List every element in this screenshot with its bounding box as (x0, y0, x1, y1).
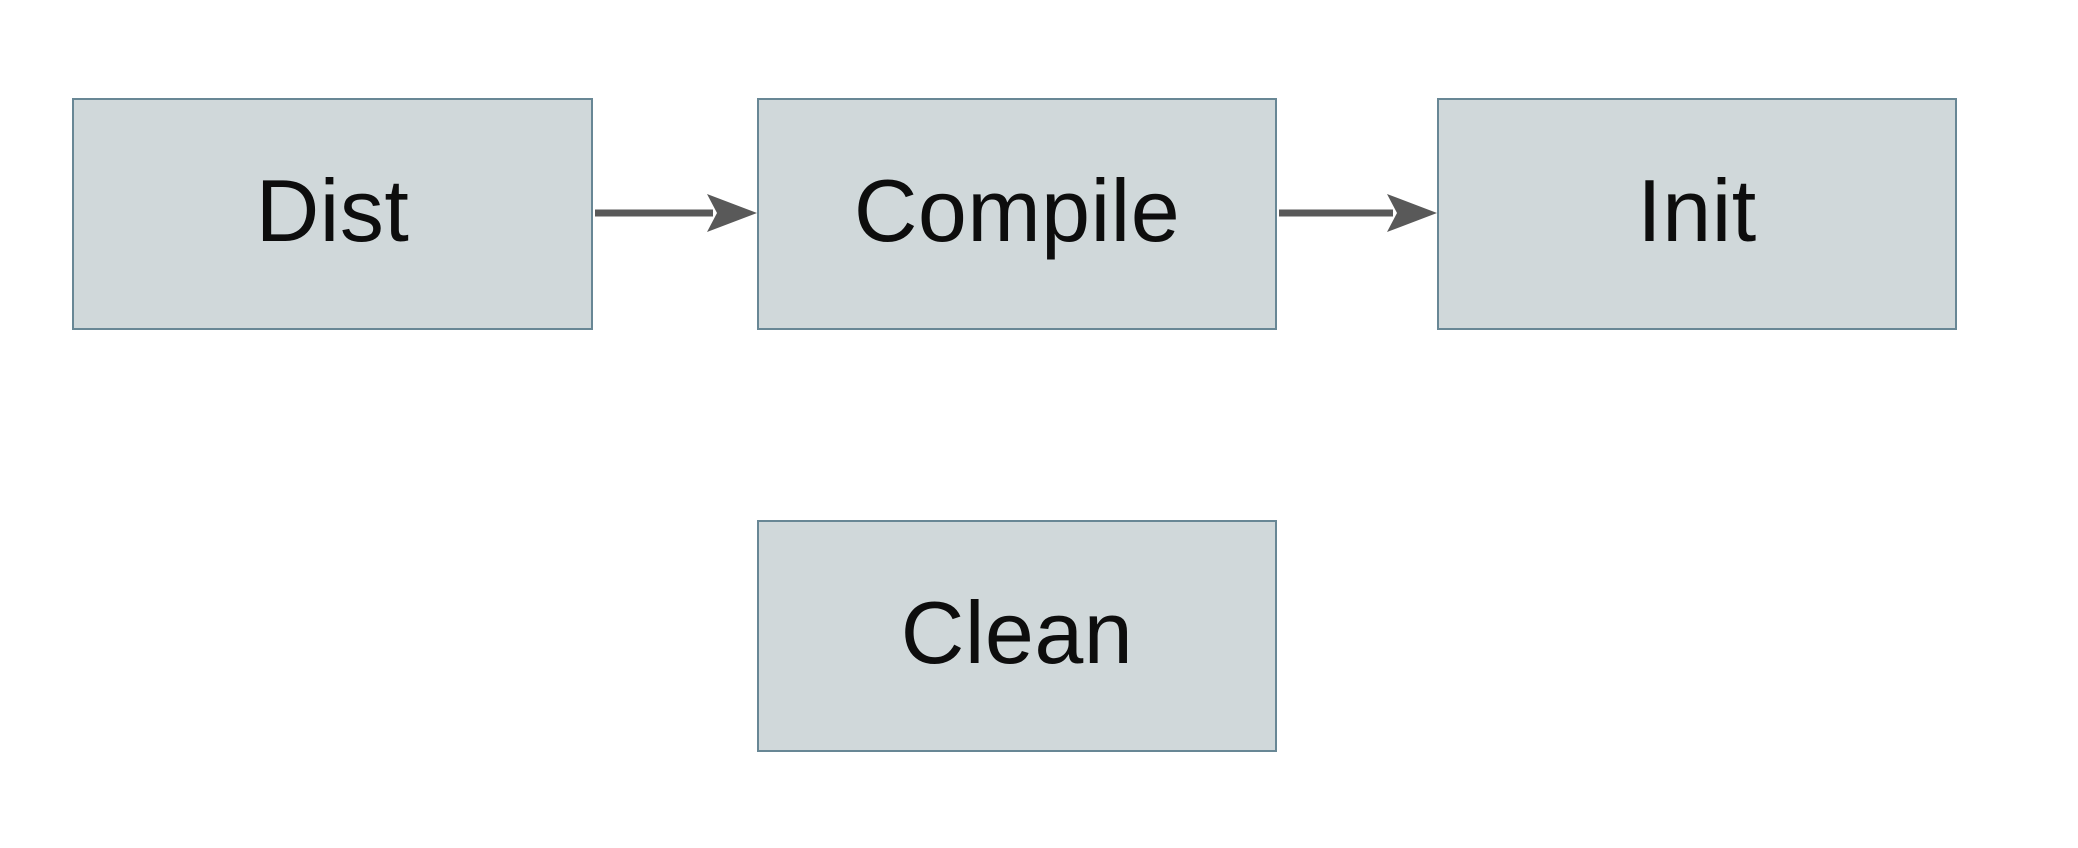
node-clean[interactable]: Clean (757, 520, 1277, 752)
arrow-head-icon (1387, 194, 1437, 232)
node-clean-label: Clean (900, 583, 1134, 682)
arrow-dist-to-compile[interactable] (595, 191, 757, 235)
arrow-compile-to-init[interactable] (1279, 191, 1437, 235)
node-init[interactable]: Init (1437, 98, 1957, 330)
node-compile[interactable]: Compile (757, 98, 1277, 330)
node-dist[interactable]: Dist (72, 98, 593, 330)
node-compile-label: Compile (853, 161, 1181, 260)
node-init-label: Init (1637, 161, 1757, 260)
node-dist-label: Dist (255, 161, 410, 260)
arrow-head-icon (707, 194, 757, 232)
